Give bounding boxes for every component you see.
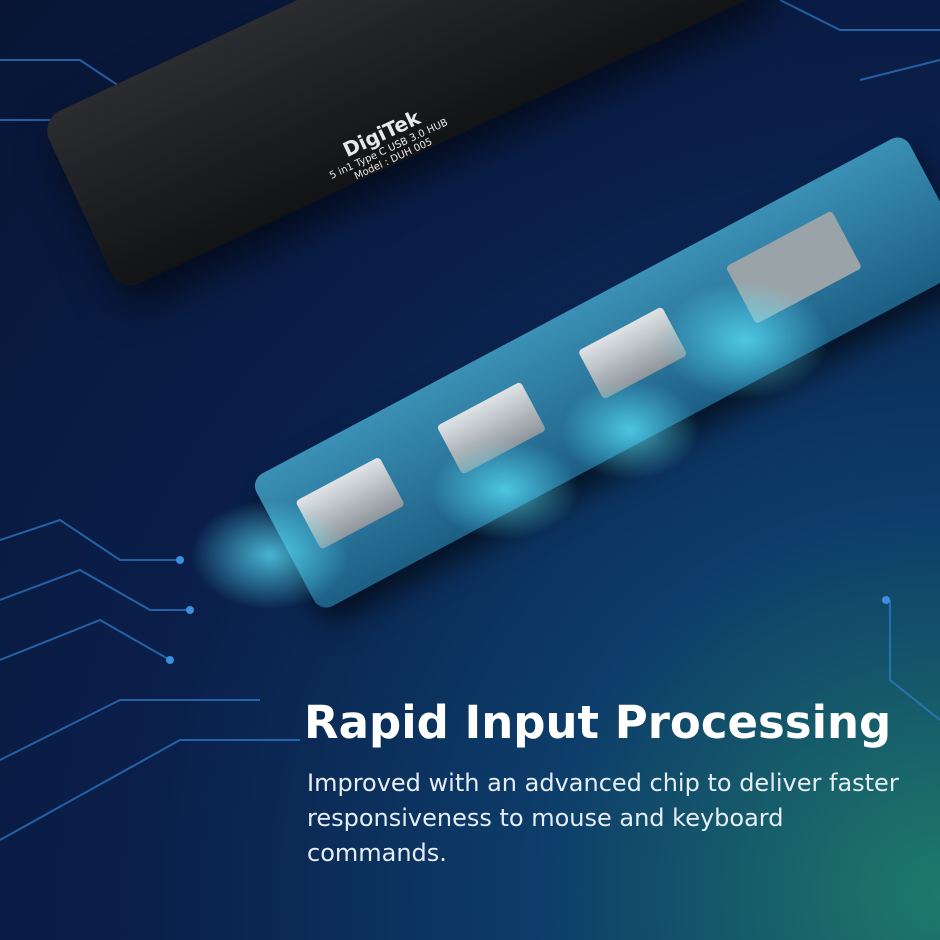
- headline: Rapid Input Processing: [304, 696, 892, 749]
- description: Improved with an advanced chip to delive…: [307, 769, 899, 867]
- port-glow: [430, 440, 580, 540]
- port-glow: [190, 500, 350, 610]
- port-glow: [660, 280, 830, 400]
